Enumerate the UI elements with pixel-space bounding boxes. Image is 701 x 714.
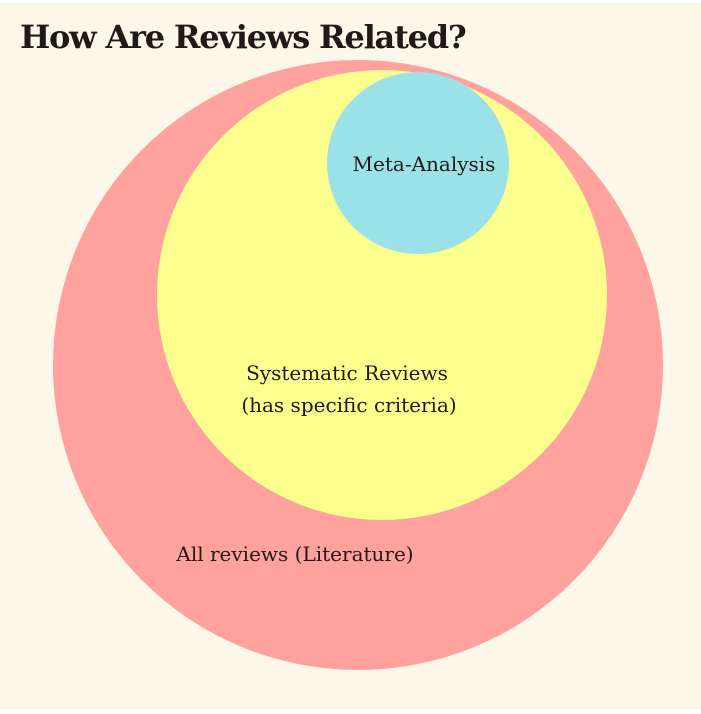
- systematic-reviews-criteria-label: (has specific criteria): [241, 393, 456, 417]
- meta-analysis-label: Meta-Analysis: [353, 152, 496, 176]
- diagram-canvas: Meta-Analysis Systematic Reviews (has sp…: [0, 3, 701, 709]
- page-title: How Are Reviews Related?: [20, 18, 467, 56]
- systematic-reviews-label: Systematic Reviews: [246, 361, 448, 385]
- all-reviews-label: All reviews (Literature): [175, 542, 413, 566]
- venn-diagram: Meta-Analysis Systematic Reviews (has sp…: [0, 3, 701, 709]
- inner-circle-meta-analysis: [327, 72, 509, 254]
